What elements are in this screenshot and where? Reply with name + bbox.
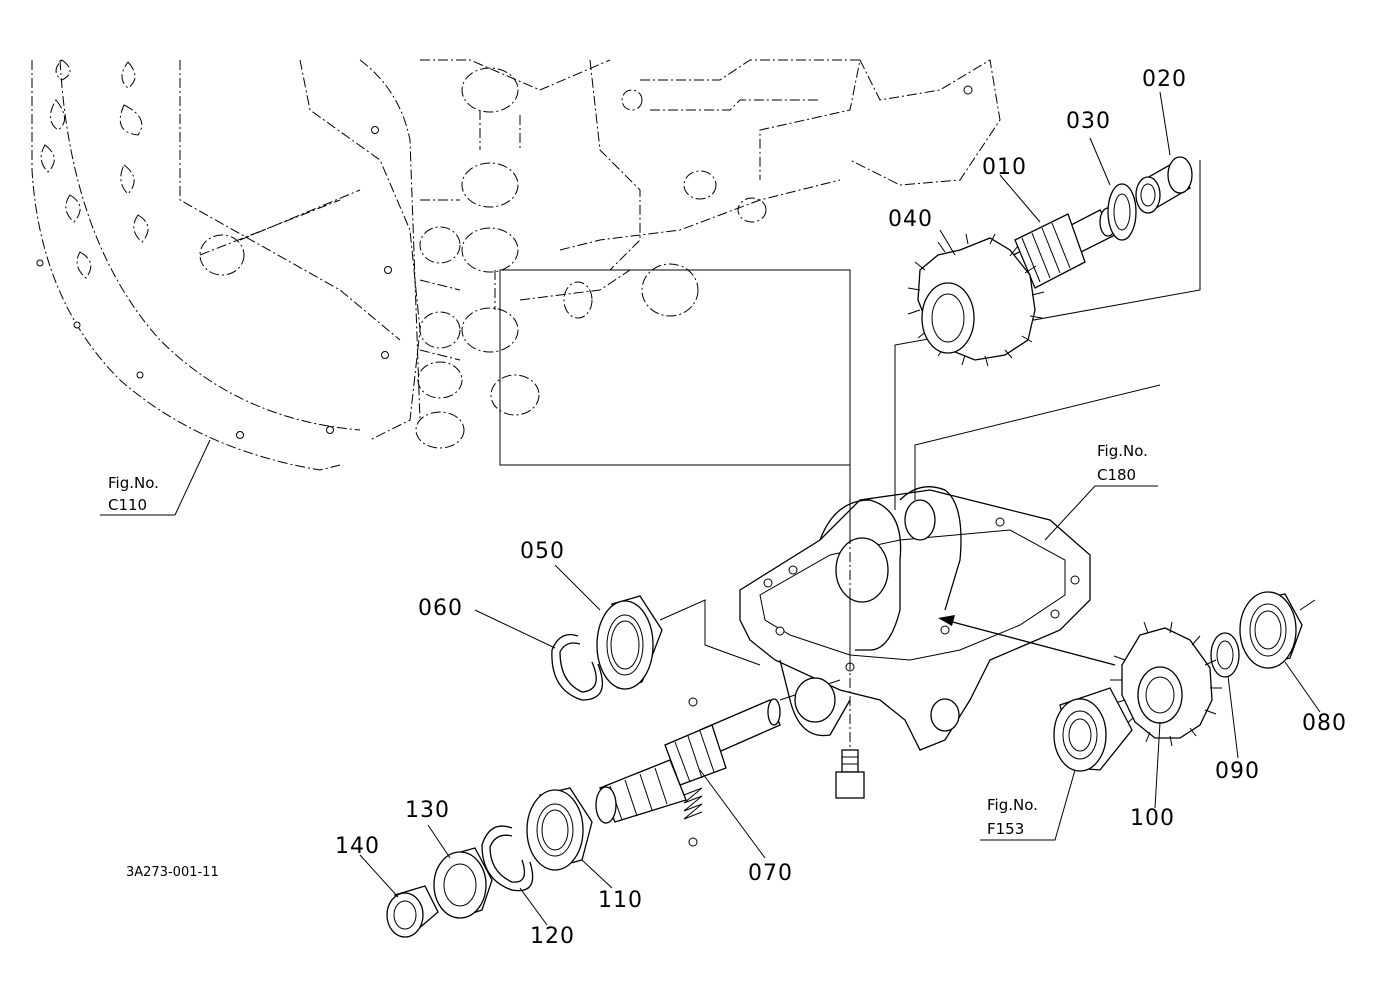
- part-100-gear: [1110, 621, 1222, 747]
- part-label-050[interactable]: 050: [520, 539, 565, 564]
- part-020-bearing: [1135, 156, 1193, 214]
- drawing-code: 3A273-001-11: [126, 865, 219, 880]
- part-label-140[interactable]: 140: [335, 834, 380, 859]
- part-030-collar: [1107, 183, 1137, 241]
- part-130-oil-seal: [433, 847, 493, 919]
- fig-ref-c180[interactable]: Fig.No. C180: [1097, 442, 1148, 484]
- part-label-070[interactable]: 070: [748, 861, 793, 886]
- part-040-gear: [907, 233, 1045, 367]
- part-leaders: [100, 91, 1321, 926]
- part-label-090[interactable]: 090: [1215, 759, 1260, 784]
- part-label-060[interactable]: 060: [418, 596, 463, 621]
- part-050-bearing: [596, 595, 663, 690]
- fig-refs: Fig.No. C110 Fig.No. C180 Fig.No. F153: [108, 442, 1148, 838]
- part-label-010[interactable]: 010: [982, 155, 1027, 180]
- part-090-collar: [1210, 632, 1240, 678]
- svg-text:Fig.No.: Fig.No.: [987, 796, 1038, 814]
- fig-ref-f153[interactable]: Fig.No. F153: [987, 796, 1038, 838]
- svg-text:F153: F153: [987, 820, 1024, 838]
- part-label-110[interactable]: 110: [598, 888, 643, 913]
- part-f153-coupler: [1053, 687, 1133, 772]
- svg-text:C110: C110: [108, 496, 147, 514]
- part-label-040[interactable]: 040: [888, 207, 933, 232]
- part-label-100[interactable]: 100: [1130, 806, 1175, 831]
- shift-case-housing: [739, 480, 1116, 799]
- part-110-bearing: [526, 787, 593, 871]
- fig-ref-c110[interactable]: Fig.No. C110: [108, 474, 159, 514]
- part-label-120[interactable]: 120: [530, 924, 575, 949]
- part-label-130[interactable]: 130: [405, 798, 450, 823]
- part-070-shaft: [595, 697, 781, 847]
- part-140-collar: [386, 885, 439, 938]
- part-label-030[interactable]: 030: [1066, 109, 1111, 134]
- transmission-housing: [31, 59, 1001, 471]
- part-labels: 010 020 030 040 050 060 070 080 090 100 …: [335, 67, 1347, 949]
- svg-text:C180: C180: [1097, 466, 1136, 484]
- part-080-bearing: [1239, 591, 1303, 669]
- part-060-snap-ring: [551, 633, 603, 701]
- svg-text:Fig.No.: Fig.No.: [1097, 442, 1148, 460]
- svg-text:Fig.No.: Fig.No.: [108, 474, 159, 492]
- part-label-080[interactable]: 080: [1302, 711, 1347, 736]
- part-label-020[interactable]: 020: [1142, 67, 1187, 92]
- part-120-snap-ring: [481, 825, 534, 892]
